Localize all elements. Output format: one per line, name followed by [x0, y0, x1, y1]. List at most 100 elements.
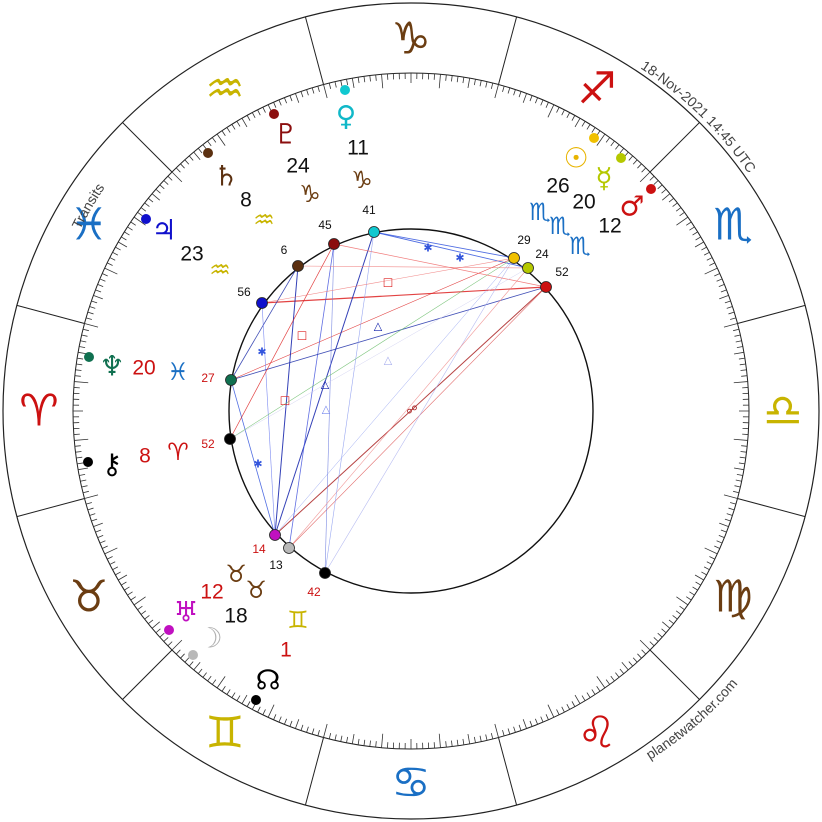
- degree-tick: [733, 467, 744, 471]
- degree-tick: [202, 672, 207, 678]
- degree-tick: [467, 78, 471, 89]
- planet-chiron-icon: ⚷: [102, 448, 123, 481]
- degree-tick: [188, 661, 194, 667]
- degree-tick: [75, 369, 82, 371]
- degree-tick: [719, 522, 729, 527]
- degree-tick: [148, 619, 154, 625]
- aspect-line-venus-uranus: [274, 231, 375, 536]
- degree-tick: [273, 102, 277, 108]
- degree-tick: [351, 78, 355, 89]
- degree-ticks: [73, 73, 749, 749]
- aspect-marker: □: [280, 394, 290, 407]
- sign-divider: [16, 304, 85, 325]
- degree-tick: [140, 207, 147, 212]
- degree-tick: [273, 714, 277, 720]
- degree-tick: [628, 661, 634, 667]
- degree-tick: [74, 381, 89, 384]
- degree-tick: [300, 724, 304, 731]
- degree-tick: [175, 167, 181, 173]
- degree-tick: [278, 716, 282, 723]
- planet-moon-icon: ☽: [197, 622, 222, 655]
- degree-tick: [84, 494, 99, 499]
- degree-tick: [197, 668, 203, 674]
- sign-divider: [737, 497, 806, 518]
- planet-markers: ☉26♏29☿20♏24♂12♏52♀11♑41♇24♑45♄8♒6♃23♒56…: [83, 85, 656, 705]
- planet-sun-degree: 26: [546, 175, 569, 198]
- degree-tick: [236, 121, 241, 127]
- degree-tick: [251, 703, 256, 710]
- degree-tick: [730, 502, 737, 505]
- planet-mercury-sign-icon: ♏: [549, 212, 571, 240]
- degree-tick: [121, 581, 127, 586]
- degree-tick: [502, 730, 505, 737]
- degree-tick: [76, 363, 83, 366]
- degree-tick: [74, 445, 81, 447]
- planet-mercury-icon: ☿: [595, 162, 612, 195]
- degree-tick: [507, 728, 511, 735]
- degree-tick: [262, 709, 266, 715]
- degree-tick: [216, 133, 226, 146]
- aspect-line-sun-neptune: [230, 257, 515, 381]
- degree-tick: [675, 207, 682, 212]
- aspect-marker: ✱: [253, 458, 262, 471]
- degree-tick: [118, 241, 128, 248]
- degree-tick: [295, 93, 300, 103]
- degree-tick: [473, 736, 476, 743]
- degree-tick: [540, 716, 544, 723]
- degree-tick: [689, 591, 695, 596]
- planet-node-inner-dot: [319, 567, 331, 579]
- aspect-line-saturn-uranus: [274, 265, 299, 536]
- planet-neptune-degree: 20: [132, 357, 155, 380]
- degree-tick: [581, 695, 586, 701]
- degree-tick: [159, 184, 165, 190]
- degree-tick: [226, 689, 231, 695]
- planet-moon-degree: 18: [224, 605, 247, 628]
- degree-tick: [95, 529, 102, 533]
- degree-tick: [610, 675, 615, 682]
- degree-tick: [184, 657, 190, 663]
- degree-tick: [369, 740, 371, 747]
- degree-tick: [81, 485, 88, 488]
- degree-tick: [306, 89, 309, 96]
- planet-sun-inner-dot: [508, 252, 520, 264]
- planet-saturn-inner-dot: [292, 260, 304, 272]
- degree-tick: [246, 701, 251, 707]
- degree-tick: [586, 692, 591, 698]
- degree-tick: [159, 632, 165, 638]
- degree-tick: [93, 522, 103, 527]
- aspect-line-mars-moon: [288, 286, 547, 549]
- degree-tick: [639, 639, 651, 651]
- degree-tick: [676, 216, 689, 226]
- degree-tick: [734, 485, 741, 488]
- degree-tick: [686, 596, 692, 601]
- sign-divider: [649, 122, 700, 173]
- planet-jupiter-sign-icon: ♒: [209, 256, 231, 284]
- aspect-marker: △: [322, 403, 331, 416]
- aspect-line-saturn-mercury: [297, 265, 529, 269]
- degree-tick: [547, 104, 555, 118]
- planet-node-sign-icon: ♊: [287, 606, 309, 634]
- degree-tick: [605, 679, 610, 685]
- degree-tick: [112, 251, 119, 256]
- planet-mars-inner-dot: [540, 281, 552, 293]
- sign-aquarius-glyph: ♒: [205, 63, 244, 114]
- degree-tick: [733, 438, 748, 441]
- planet-mercury-inner-dot: [522, 262, 534, 274]
- degree-tick: [115, 246, 121, 251]
- planet-pluto-minutes: 45: [318, 218, 332, 232]
- degree-tick: [649, 175, 655, 181]
- planet-chiron-inner-dot: [224, 433, 236, 445]
- degree-tick: [167, 175, 173, 181]
- degree-tick: [104, 547, 118, 555]
- aspect-line-chiron-mercury: [229, 267, 529, 440]
- degree-tick: [456, 76, 459, 83]
- degree-tick: [79, 346, 86, 349]
- sign-divider: [122, 122, 173, 173]
- degree-tick: [695, 581, 701, 586]
- degree-tick: [657, 632, 663, 638]
- degree-tick: [672, 615, 678, 620]
- degree-tick: [197, 148, 203, 154]
- degree-tick: [571, 115, 576, 121]
- degree-tick: [692, 586, 698, 591]
- degree-tick: [95, 289, 102, 293]
